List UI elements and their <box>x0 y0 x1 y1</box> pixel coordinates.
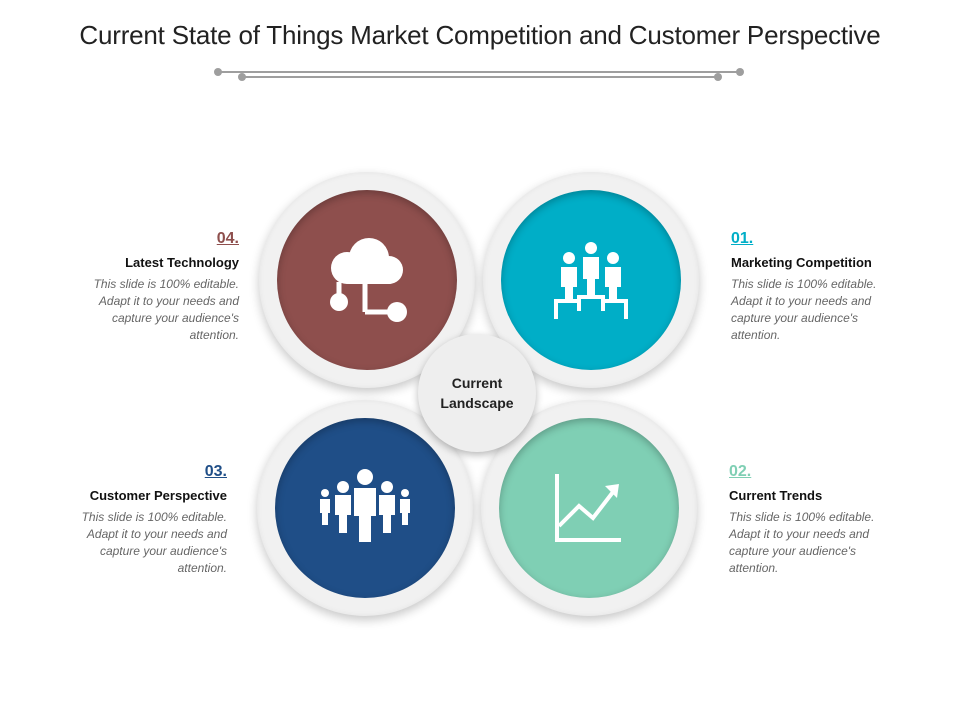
item-04-block: 04. Latest Technology This slide is 100%… <box>67 230 239 344</box>
item-03-heading: Customer Perspective <box>89 488 227 503</box>
quadrant-04-disc <box>277 190 457 370</box>
center-label: Current Landscape <box>427 373 527 413</box>
cloud-network-icon <box>330 238 407 322</box>
item-01-heading: Marketing Competition <box>731 255 872 270</box>
item-01-number: 01. <box>731 230 754 247</box>
item-02-description: This slide is 100% editable. Adapt it to… <box>729 510 875 575</box>
center-label-line1: Current <box>451 375 503 391</box>
item-01-description: This slide is 100% editable. Adapt it to… <box>731 277 877 342</box>
center-hub: Current Landscape <box>418 334 536 452</box>
quadrant-01-disc <box>501 190 681 370</box>
item-04-description: This slide is 100% editable. Adapt it to… <box>93 277 239 342</box>
podium-icon <box>554 242 628 319</box>
trend-chart-icon <box>555 474 621 542</box>
title-divider <box>214 68 744 81</box>
item-03-number: 03. <box>204 463 227 480</box>
item-02-number: 02. <box>729 463 752 480</box>
quadrant-01-ring <box>483 172 699 388</box>
page-title: Current State of Things Market Competiti… <box>79 20 881 50</box>
item-03-block: 03. Customer Perspective This slide is 1… <box>55 463 227 577</box>
item-02-heading: Current Trends <box>729 488 823 503</box>
item-01-block: 01. Marketing Competition This slide is … <box>731 230 903 344</box>
quadrant-02-disc <box>499 418 679 598</box>
item-04-heading: Latest Technology <box>125 255 239 270</box>
group-people-icon <box>320 469 410 542</box>
quadrant-03-disc <box>275 418 455 598</box>
item-03-description: This slide is 100% editable. Adapt it to… <box>81 510 227 575</box>
center-label-line2: Landscape <box>440 395 514 411</box>
item-04-number: 04. <box>216 230 239 247</box>
quadrant-04-ring <box>259 172 475 388</box>
item-02-block: 02. Current Trends This slide is 100% ed… <box>729 463 901 577</box>
